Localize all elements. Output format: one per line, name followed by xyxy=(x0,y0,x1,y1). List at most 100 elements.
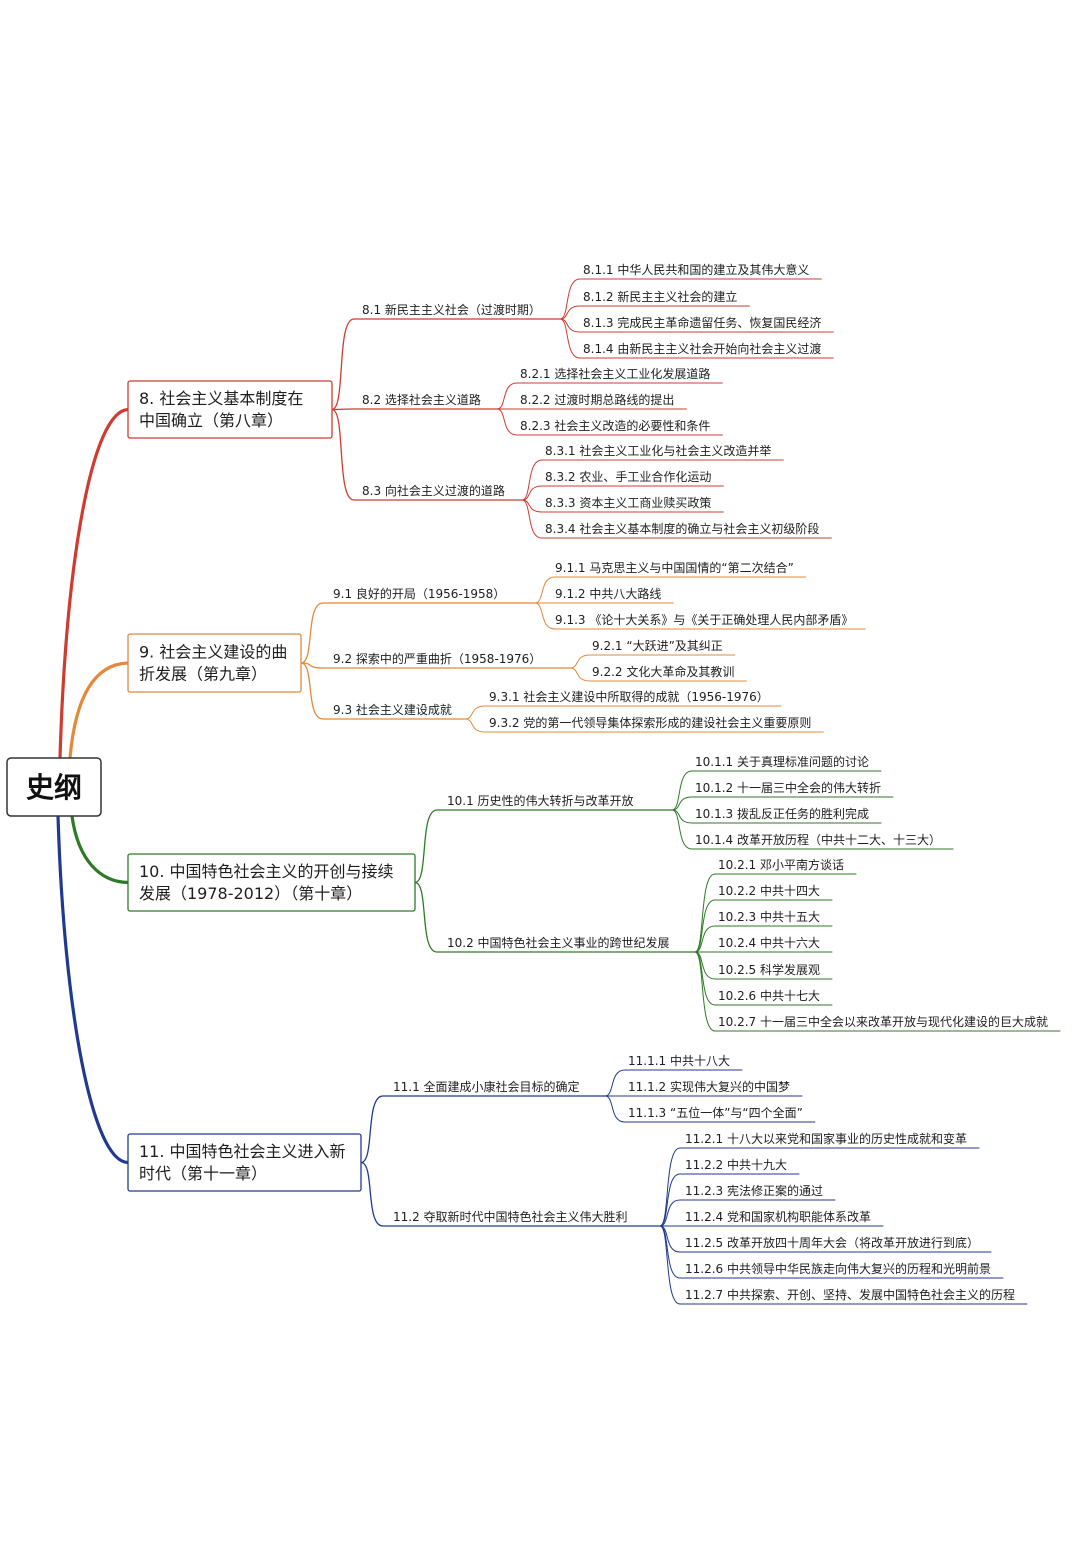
branch-4-section-2-item-6: 11.2.6 中共领导中华民族走向伟大复兴的历程和光明前景 xyxy=(685,1261,991,1276)
branch-3-section-2-item-1: 10.2.1 邓小平南方谈话 xyxy=(718,857,844,872)
branch-4-section-2-item-1: 11.2.1 十八大以来党和国家事业的历史性成就和变革 xyxy=(685,1131,967,1146)
branch-1-section-1-item-2-link xyxy=(559,305,750,320)
branch-2-section-1-item-1: 9.1.1 马克思主义与中国国情的“第二次结合” xyxy=(555,560,794,575)
branch-3-section-1-item-1-link xyxy=(671,770,882,811)
branch-3-section-2-item-4: 10.2.4 中共十六大 xyxy=(718,935,820,950)
branch-3-section-2-link xyxy=(414,881,696,953)
branch-2-section-2-link xyxy=(300,662,571,669)
branch-4-label-line-1: 11. 中国特色社会主义进入新 xyxy=(139,1142,346,1161)
branch-3-section-1-item-2-link xyxy=(671,796,894,811)
branch-1-section-1-label: 8.1 新民主主义社会（过渡时期） xyxy=(362,302,541,317)
branch-3-section-1-item-1: 10.1.1 关于真理标准问题的讨论 xyxy=(695,754,869,769)
branch-2-section-2-item-1: 9.2.1 “大跃进”及其纠正 xyxy=(592,639,723,653)
branch-2-label-line-2: 折发展（第九章） xyxy=(139,665,267,684)
branch-1-section-3-item-3: 8.3.3 资本主义工商业赎买政策 xyxy=(545,495,711,510)
branch-4-section-2-label: 11.2 夺取新时代中国特色社会主义伟大胜利 xyxy=(393,1209,628,1224)
branch-1-section-2-item-2: 8.2.2 过渡时期总路线的提出 xyxy=(520,392,674,407)
branch-3-section-1-item-4: 10.1.4 改革开放历程（中共十二大、十三大） xyxy=(695,832,941,847)
branch-3-section-2-item-7-link xyxy=(694,951,1061,1032)
branch-4-section-1-item-1-link xyxy=(604,1069,743,1097)
branch-4-section-1-item-2: 11.1.2 实现伟大复兴的中国梦 xyxy=(628,1079,790,1094)
branch-1-section-1-item-2: 8.1.2 新民主主义社会的建立 xyxy=(583,289,737,304)
branch-4-section-2-item-5: 11.2.5 改革开放四十周年大会（将改革开放进行到底） xyxy=(685,1235,979,1250)
branch-4-section-1-label: 11.1 全面建成小康社会目标的确定 xyxy=(393,1079,580,1094)
branch-4-section-1-item-3: 11.1.3 “五位一体”与“四个全面” xyxy=(628,1105,803,1120)
branch-1-section-3-item-4-link xyxy=(521,499,832,539)
branch-1-section-1-item-1: 8.1.1 中华人民共和国的建立及其伟大意义 xyxy=(583,262,809,277)
branch-2-section-3-item-2: 9.3.2 党的第一代领导集体探索形成的建设社会主义重要原则 xyxy=(489,715,811,730)
branch-1-section-1-item-3: 8.1.3 完成民主革命遗留任务、恢复国民经济 xyxy=(583,315,821,330)
branch-4-section-2-item-3: 11.2.3 宪法修正案的通过 xyxy=(685,1183,823,1198)
branch-1-section-3-item-1-link xyxy=(521,459,784,501)
branch-2-section-1-link xyxy=(300,602,536,664)
branch-1-section-2-label: 8.2 选择社会主义道路 xyxy=(362,392,481,407)
branch-3-section-1-item-3: 10.1.3 拨乱反正任务的胜利完成 xyxy=(695,806,869,821)
root-node-box xyxy=(6,757,102,817)
branch-2-section-1-item-3: 9.1.3 《论十大关系》与《关于正确处理人民内部矛盾》 xyxy=(555,612,853,627)
branch-2-section-1-item-3-link xyxy=(534,602,866,630)
branch-1-section-2-item-3-link xyxy=(496,408,723,436)
branch-4-section-1-item-3-link xyxy=(604,1095,816,1123)
branch-4-section-2-item-4: 11.2.4 党和国家机构职能体系改革 xyxy=(685,1209,871,1224)
branch-1-section-3-item-1: 8.3.1 社会主义工业化与社会主义改造并举 xyxy=(545,443,771,458)
branch-3-box xyxy=(127,853,416,912)
branch-3-section-2-label: 10.2 中国特色社会主义事业的跨世纪发展 xyxy=(447,935,670,950)
branch-2-section-1-item-1-link xyxy=(534,576,807,604)
branch-3-section-2-item-7: 10.2.7 十一届三中全会以来改革开放与现代化建设的巨大成就 xyxy=(718,1014,1048,1029)
branch-3-label-line-2: 发展（1978-2012）（第十章） xyxy=(139,884,362,903)
branch-1-section-1-link xyxy=(331,318,561,411)
branch-4-section-2-item-7-link xyxy=(659,1225,1028,1305)
branch-1-section-2-item-1-link xyxy=(496,382,723,410)
branch-3-section-1-item-4-link xyxy=(671,809,954,850)
branch-1-section-3-label: 8.3 向社会主义过渡的道路 xyxy=(362,483,505,498)
branch-1-label-line-2: 中国确立（第八章） xyxy=(139,411,283,430)
branch-2-section-1-item-2: 9.1.2 中共八大路线 xyxy=(555,586,661,601)
branch-4-box xyxy=(127,1133,362,1192)
branch-2-section-3-link xyxy=(300,662,466,720)
branch-4-section-2-item-1-link xyxy=(659,1147,980,1227)
branch-3-section-2-item-3-link xyxy=(694,925,833,953)
branch-2-section-1-label: 9.1 良好的开局（1956-1958） xyxy=(333,586,505,601)
branch-3-section-1-item-2: 10.1.2 十一届三中全会的伟大转折 xyxy=(695,780,881,795)
root-link-branch-3 xyxy=(70,814,130,885)
branch-3-section-2-item-2-link xyxy=(694,899,833,953)
branch-1-section-3-item-2-link xyxy=(521,485,724,501)
branch-2-section-2-item-2-link xyxy=(569,667,747,682)
branch-4-section-2-item-3-link xyxy=(659,1199,836,1227)
branch-1-label-line-1: 8. 社会主义基本制度在 xyxy=(139,389,303,408)
root-link-branch-4 xyxy=(56,814,130,1165)
branch-2-box xyxy=(127,633,302,693)
branch-2-section-2-label: 9.2 探索中的严重曲折（1958-1976） xyxy=(333,651,541,666)
root-link-branch-1 xyxy=(58,407,130,760)
branch-1-section-3-item-2: 8.3.2 农业、手工业合作化运动 xyxy=(545,469,711,484)
branch-2-label-line-1: 9. 社会主义建设的曲 xyxy=(139,643,287,662)
branch-3-section-2-item-2: 10.2.2 中共十四大 xyxy=(718,883,820,898)
branch-3-label-line-1: 10. 中国特色社会主义的开创与接续 xyxy=(139,862,394,881)
branch-3-section-1-link xyxy=(414,809,673,884)
branch-2-section-3-label: 9.3 社会主义建设成就 xyxy=(333,702,452,717)
branch-1-section-2-link xyxy=(331,408,498,411)
connector-lines xyxy=(56,278,1061,1305)
branch-4-section-2-item-2-link xyxy=(659,1173,800,1227)
branch-1-box xyxy=(127,380,333,439)
branch-2-section-3-item-1-link xyxy=(464,705,782,720)
branch-4-section-2-item-2: 11.2.2 中共十九大 xyxy=(685,1157,787,1172)
branch-2-section-2-item-1-link xyxy=(569,654,736,669)
branch-2-section-2-item-2: 9.2.2 文化大革命及其教训 xyxy=(592,664,734,679)
branch-3-section-2-item-1-link xyxy=(694,873,857,953)
branch-3-section-2-item-6: 10.2.6 中共十七大 xyxy=(718,988,820,1003)
branch-4-section-1-link xyxy=(360,1095,606,1164)
branch-1-section-2-item-3: 8.2.3 社会主义改造的必要性和条件 xyxy=(520,418,710,433)
branch-1-section-3-link xyxy=(331,408,523,501)
branch-1-section-1-item-4: 8.1.4 由新民主主义社会开始向社会主义过渡 xyxy=(583,341,821,356)
branch-2-section-3-item-1: 9.3.1 社会主义建设中所取得的成就（1956-1976） xyxy=(489,689,769,704)
root-link-branch-2 xyxy=(68,661,130,760)
branch-1-section-2-item-1: 8.2.1 选择社会主义工业化发展道路 xyxy=(520,366,710,381)
root-node-label: 史纲 xyxy=(26,771,82,804)
branch-4-label-line-2: 时代（第十一章） xyxy=(139,1164,267,1183)
